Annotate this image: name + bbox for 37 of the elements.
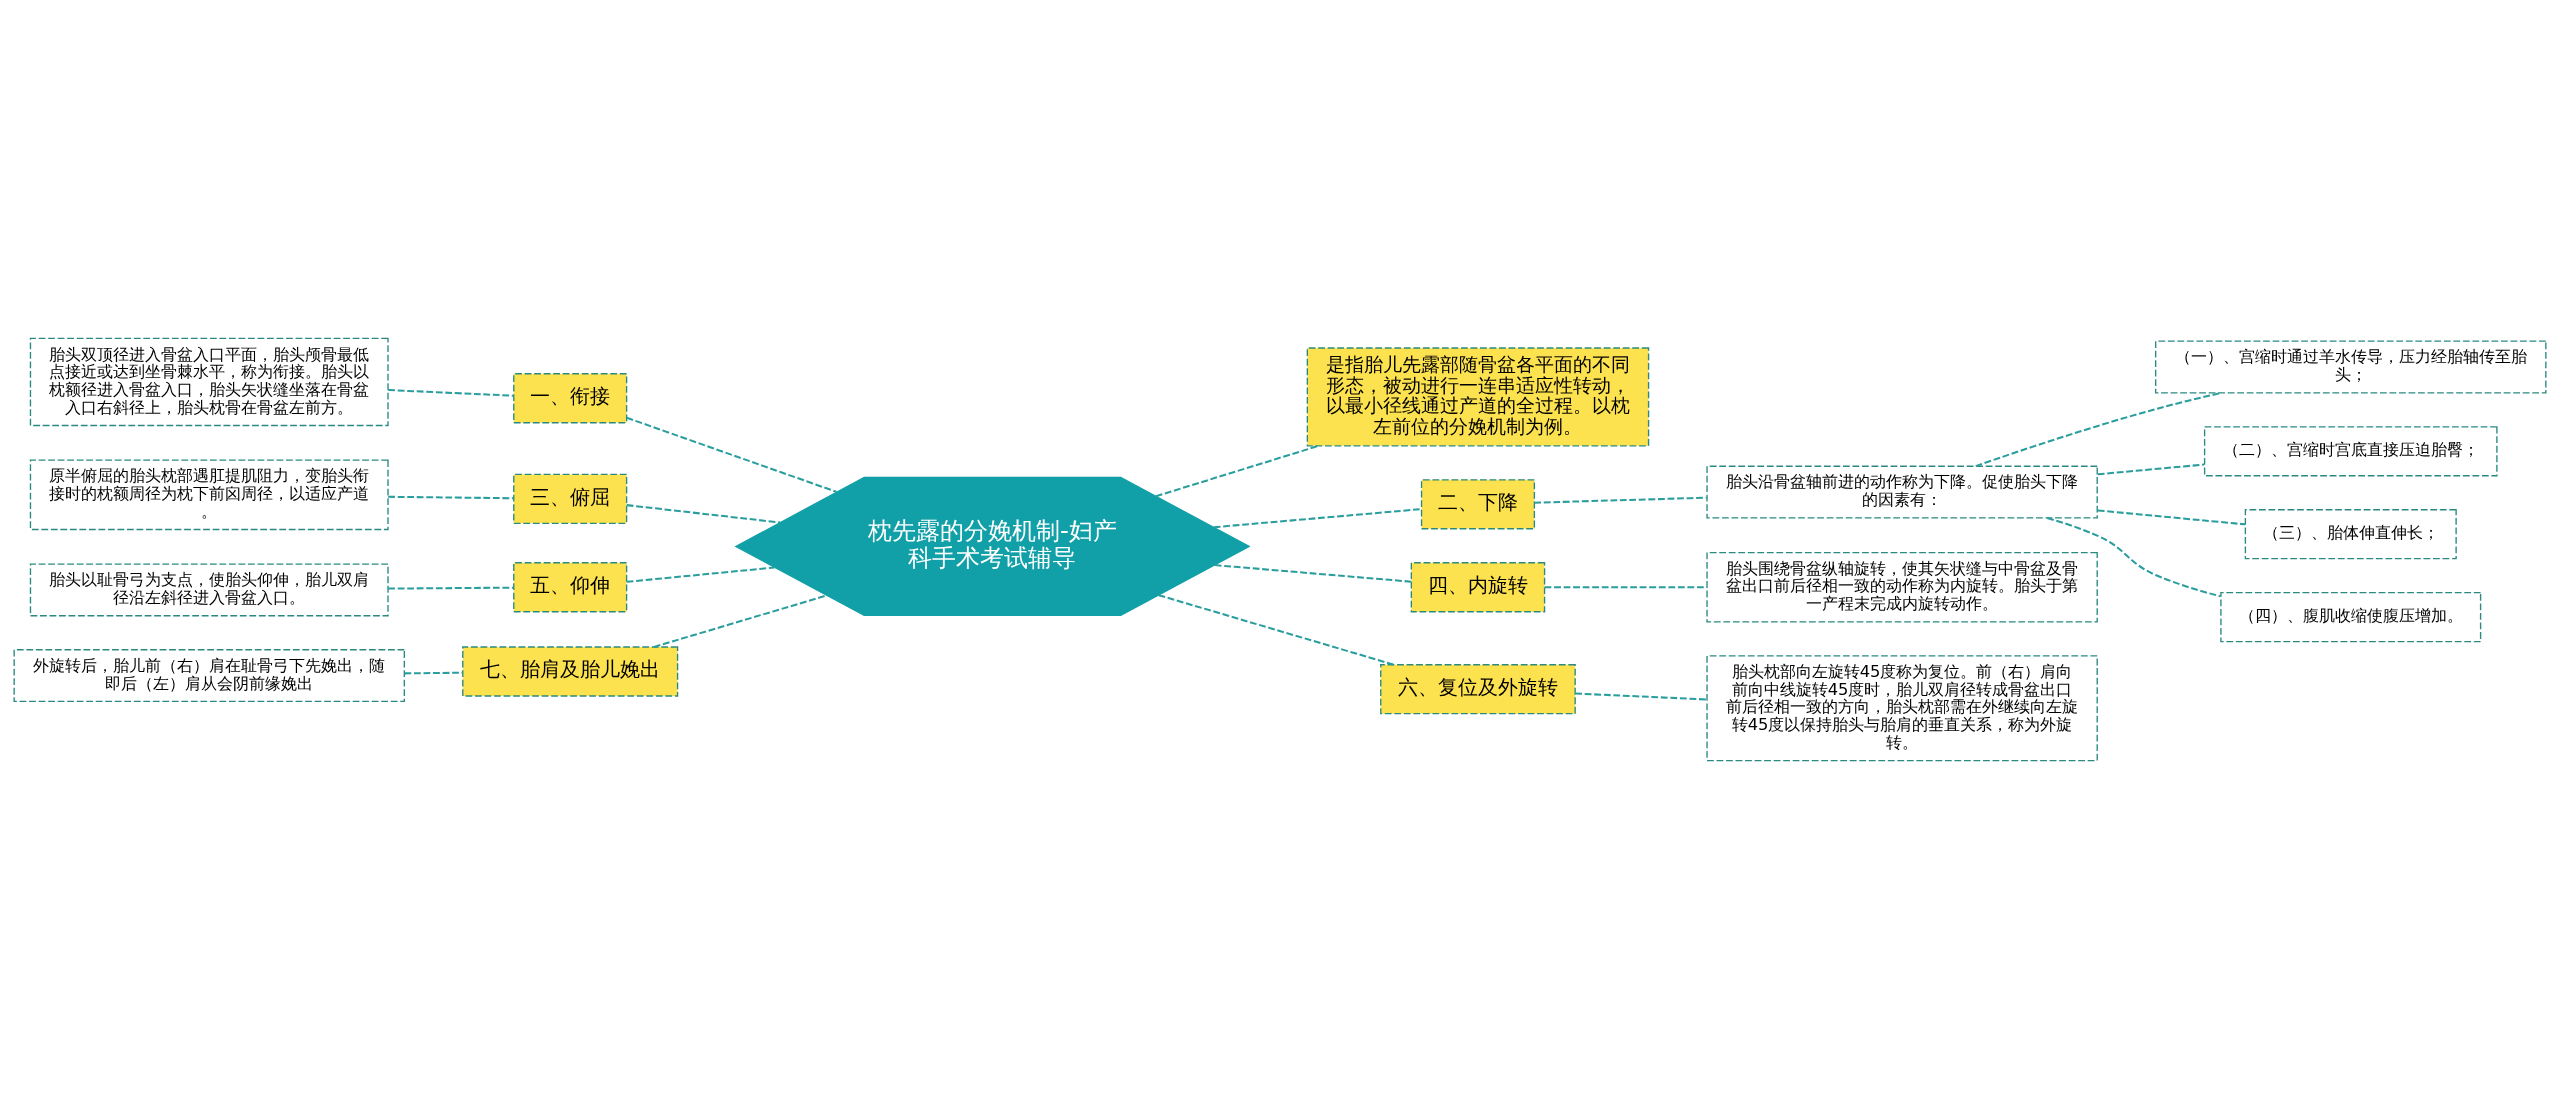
- node-box: 六、复位及外旋转: [1380, 664, 1576, 715]
- node-box: 二、下降: [1420, 479, 1536, 530]
- node-box: 一、衔接: [513, 373, 628, 424]
- connector: [2097, 463, 2205, 476]
- connector: [1155, 445, 1319, 498]
- node-box: 胎头围绕骨盆纵轴旋转，使其矢状缝与中骨盆及骨盆出口前后径相一致的动作称为内旋转。胎头于第一产程末完成内旋转动作。: [1706, 551, 2098, 623]
- connector: [626, 504, 781, 524]
- node-box: 三、俯屈: [513, 473, 628, 524]
- connector: [1214, 564, 1412, 583]
- connector: [626, 416, 837, 493]
- connector: [388, 586, 514, 590]
- node-box: （一）、宫缩时通过羊水传导，压力经胎轴传至胎头；: [2155, 340, 2547, 394]
- node-box: （三）、胎体伸直伸长；: [2244, 509, 2457, 560]
- node-box: 外旋转后，胎儿前（右）肩在耻骨弓下先娩出，随即后（左）肩从会阴前缘娩出: [13, 649, 405, 703]
- node-box: 是指胎儿先露部随骨盆各平面的不同形态，被动进行一连串适应性转动，以最小径线通过产道的全过程。以枕左前位的分娩机制为例。: [1306, 347, 1650, 447]
- node-box: 七、胎肩及胎儿娩出: [462, 646, 679, 697]
- node-box: 四、内旋转: [1410, 562, 1546, 613]
- node-box: 胎头以耻骨弓为支点，使胎头仰伸，胎儿双肩径沿左斜径进入骨盆入口。: [29, 563, 389, 617]
- connector: [1575, 692, 1707, 701]
- connector: [388, 495, 514, 500]
- node-box: （四）、腹肌收缩使腹压增加。: [2220, 592, 2482, 643]
- connector: [1213, 508, 1422, 529]
- connector: [388, 389, 514, 397]
- connector: [2046, 517, 2221, 598]
- connector: [626, 566, 775, 583]
- node-box: 胎头沿骨盆轴前进的动作称为下降。促使胎头下降的因素有：: [1706, 465, 2098, 519]
- node-box: 五、仰伸: [513, 562, 628, 613]
- connector: [1544, 586, 1707, 589]
- connector: [1158, 594, 1395, 666]
- connector: [1975, 391, 2222, 468]
- node-box: 胎头双顶径进入骨盆入口平面，胎头颅骨最低点接近或达到坐骨棘水平，称为衔接。胎头以枕额径进入骨盆入口，胎头矢状缝坐落在骨盆入口右斜径上，胎头枕骨在骨盆左前方。: [29, 337, 389, 427]
- connector: [2097, 509, 2246, 526]
- node-box: （二）、宫缩时宫底直接压迫胎臀；: [2203, 426, 2498, 477]
- node-box: 胎头枕部向左旋转45度称为复位。前（右）肩向前向中线旋转45度时，胎儿双肩径转成骨盆出口前后径相一致的方向，胎头枕部需在外继续向左旋转45度以保持胎头与胎肩的垂直关系，称为外旋转。: [1706, 655, 2098, 762]
- connector: [1534, 496, 1707, 504]
- connector: [653, 594, 828, 648]
- node-box: 原半俯屈的胎头枕部遇肛提肌阻力，变胎头衔接时的枕额周径为枕下前囟周径，以适应产道。: [29, 459, 389, 531]
